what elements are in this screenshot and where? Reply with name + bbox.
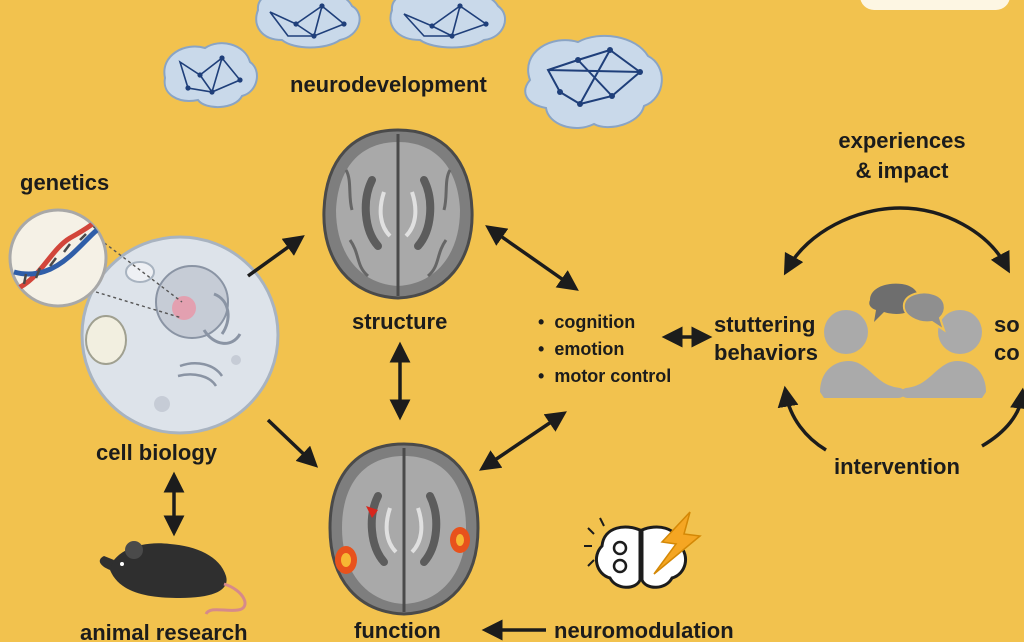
network-brain-icon [389,0,506,49]
label-genetics: genetics [20,170,110,195]
arrow-function-cognition [479,411,567,471]
label-intervention: intervention [834,454,960,479]
cell-icon [80,235,280,435]
mouse-icon [99,541,247,615]
arrow-experiences-left [783,206,901,276]
function-brain-scan [328,442,480,616]
label-stuttering-line2: behaviors [714,340,818,365]
arrow-intervention-right [981,387,1024,448]
label-experiences-line1: experiences [838,128,966,153]
network-brain-icon [255,0,361,49]
label-function: function [354,618,441,642]
label-neuromodulation: neuromodulation [554,618,734,642]
arrow-intervention-left [777,385,827,452]
label-social-line1: so [994,312,1020,337]
bullet-item: cognition [538,312,635,333]
network-brain-icon [163,42,258,108]
arrow-cell-to-structure [246,235,305,278]
bullet-item: motor control [538,366,671,387]
structure-brain-scan [322,128,474,300]
label-structure: structure [352,309,448,334]
label-experiences-line2: & impact [855,158,949,183]
arrow-cell-to-function [266,418,319,468]
label-neurodevelopment: neurodevelopment [290,72,487,97]
dna-icon [8,208,183,319]
corner-tab [860,0,1010,10]
label-animal-research: animal research [80,620,248,642]
label-stuttering-line1: stuttering [714,312,816,337]
arrow-experiences-right [899,206,1010,274]
neuromodulation-icon [584,511,702,589]
label-cell-biology: cell biology [96,440,218,465]
social-interaction-icon [820,283,986,398]
network-brain-icon [524,34,663,129]
arrow-structure-cognition [485,225,579,291]
label-social-line2: co [994,340,1020,365]
bullet-item: emotion [538,339,624,360]
